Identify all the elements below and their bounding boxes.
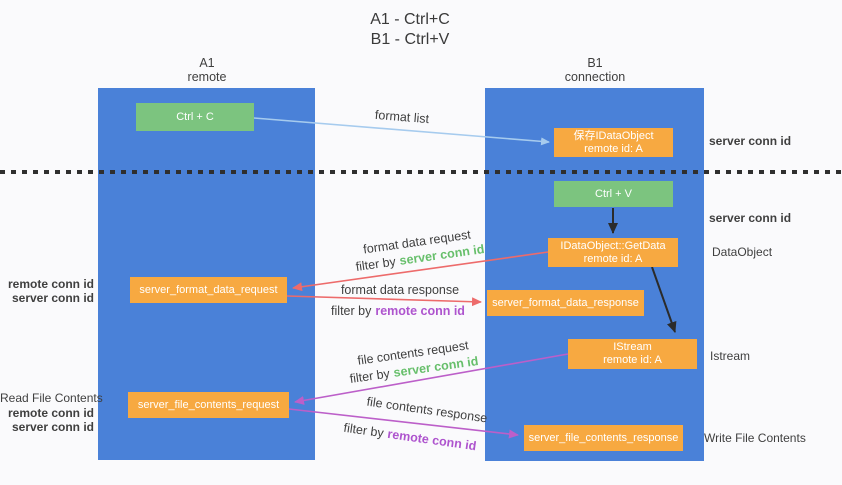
diagram-title: A1 - Ctrl+C B1 - Ctrl+V: [320, 10, 500, 50]
node-getdata-line1: IDataObject::GetData: [560, 239, 666, 252]
node-file-request-label: server_file_contents_request: [137, 398, 280, 411]
filter-by-text: filter by: [331, 304, 372, 318]
filter-by-text: filter by: [354, 254, 397, 274]
node-ctrl-c: Ctrl + C: [136, 103, 254, 131]
title-line-a1: A1 - Ctrl+C: [370, 11, 450, 28]
lane-a1-subtitle: remote: [187, 70, 227, 84]
right-label-dataobject: DataObject: [712, 245, 773, 259]
node-server-format-data-response: server_format_data_response: [487, 290, 644, 316]
left-label-server-conn-id-2: server conn id: [11, 420, 94, 434]
node-format-response-label: server_format_data_response: [492, 296, 639, 309]
title-line-b1: B1 - Ctrl+V: [370, 31, 450, 48]
node-ctrl-c-label: Ctrl + C: [176, 110, 214, 123]
label-format-data-response: format data response: [340, 283, 460, 297]
label-format-list: format list: [374, 107, 430, 127]
left-label-server-conn-id-1: server conn id: [11, 291, 94, 305]
node-server-file-contents-response: server_file_contents_response: [524, 425, 683, 451]
filter-by-text: filter by: [342, 420, 385, 441]
left-label-remote-conn-id-1: remote conn id: [7, 277, 94, 291]
node-idataobject-getdata: IDataObject::GetData remote id: A: [548, 238, 678, 267]
node-server-file-contents-request: server_file_contents_request: [128, 392, 289, 418]
remote-conn-id-text: remote conn id: [386, 426, 478, 454]
lane-a1-header: A1 remote: [147, 56, 267, 84]
node-format-request-label: server_format_data_request: [139, 283, 278, 296]
node-file-response-label: server_file_contents_response: [528, 431, 679, 444]
node-ctrl-v-label: Ctrl + V: [595, 187, 632, 200]
lane-a1-name: A1: [199, 56, 215, 70]
node-istream-line1: IStream: [613, 341, 652, 353]
node-getdata-line2: remote id: A: [583, 252, 643, 265]
node-istream-line2: remote id: A: [603, 354, 662, 366]
node-istream: IStream remote id: A: [568, 339, 697, 369]
filter-by-text: filter by: [348, 366, 391, 386]
lane-b1-subtitle: connection: [564, 70, 626, 84]
node-save-idataobject-line2: remote id: A: [584, 142, 643, 155]
lane-b1-name: B1: [587, 56, 603, 70]
left-label-read-file-contents: Read File Contents: [0, 391, 103, 405]
node-ctrl-v: Ctrl + V: [554, 181, 673, 207]
dashed-separator-line: [0, 170, 842, 174]
right-label-write-file-contents: Write File Contents: [704, 431, 806, 445]
right-label-server-conn-id-2: server conn id: [709, 211, 792, 225]
left-label-remote-conn-id-2: remote conn id: [7, 406, 94, 420]
node-save-idataobject: 保存IDataObject remote id: A: [554, 128, 673, 157]
right-label-server-conn-id-1: server conn id: [709, 134, 792, 148]
remote-conn-id-text: remote conn id: [375, 304, 465, 318]
right-label-istream: Istream: [710, 349, 751, 363]
lane-b1-header: B1 connection: [535, 56, 655, 84]
node-save-idataobject-line1: 保存IDataObject: [573, 129, 654, 142]
node-server-format-data-request: server_format_data_request: [130, 277, 287, 303]
label-file-contents-response: file contents response: [365, 394, 489, 426]
